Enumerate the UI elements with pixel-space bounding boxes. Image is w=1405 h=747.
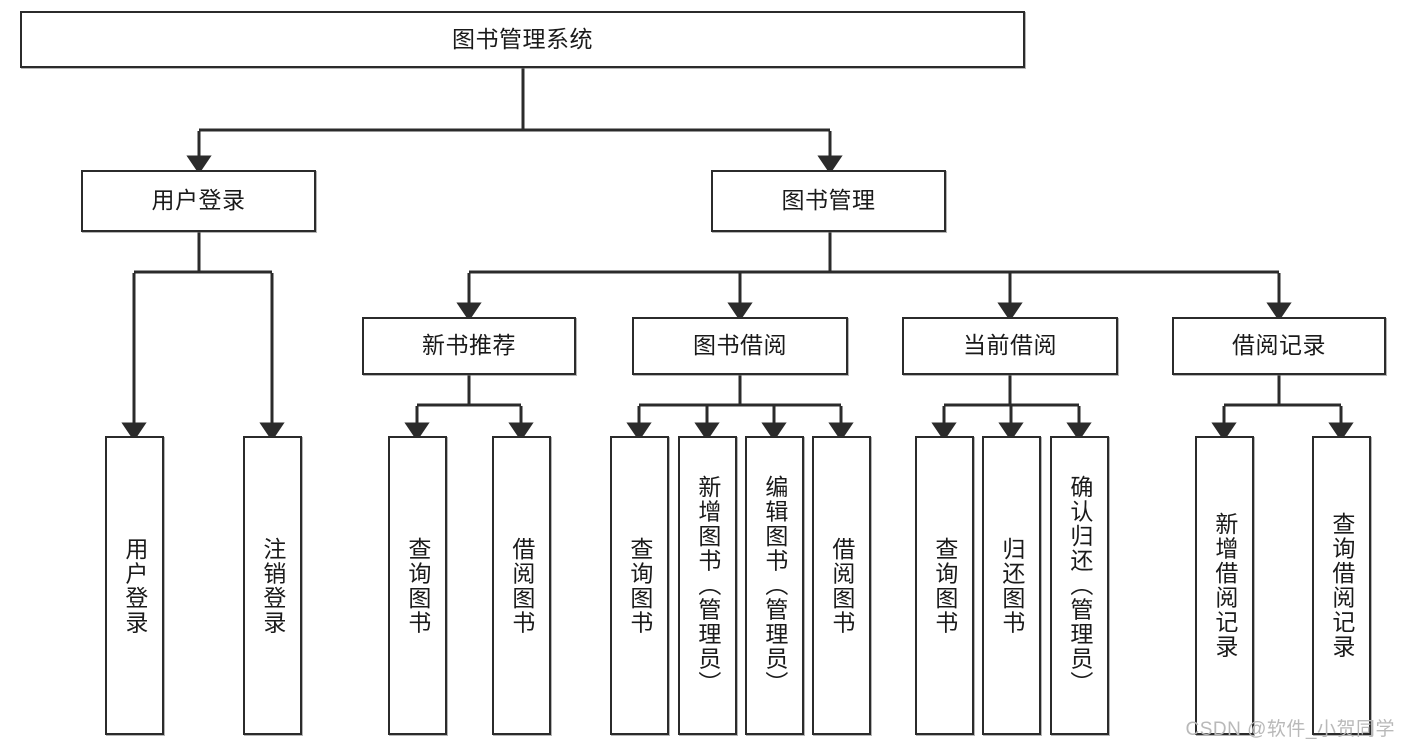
node-current-borrowing-label: 当前借阅	[963, 332, 1057, 359]
node-borrowing-record-label: 借阅记录	[1232, 332, 1326, 359]
node-leaf-query-book-borrowing[interactable]: 查询图书	[610, 436, 669, 735]
node-leaf-confirm-return-admin-label: 确认归还（管理员）	[1066, 475, 1093, 696]
node-borrowing-record[interactable]: 借阅记录	[1172, 317, 1386, 375]
node-root-label: 图书管理系统	[452, 25, 593, 52]
node-leaf-user-login[interactable]: 用户登录	[105, 436, 164, 735]
node-root[interactable]: 图书管理系统	[20, 11, 1025, 68]
node-new-book-recommendation[interactable]: 新书推荐	[362, 317, 576, 375]
node-leaf-query-book-current[interactable]: 查询图书	[915, 436, 974, 735]
node-leaf-query-book-recommendation-label: 查询图书	[404, 536, 431, 635]
node-leaf-add-borrow-record-label: 新增借阅记录	[1211, 512, 1238, 659]
node-book-management[interactable]: 图书管理	[711, 170, 946, 232]
node-current-borrowing[interactable]: 当前借阅	[902, 317, 1118, 375]
node-leaf-edit-book-admin-label: 编辑图书（管理员）	[761, 475, 788, 696]
node-leaf-query-book-current-label: 查询图书	[931, 536, 958, 635]
node-book-borrowing-label: 图书借阅	[693, 332, 787, 359]
node-book-management-label: 图书管理	[781, 187, 876, 214]
node-leaf-query-book-borrowing-label: 查询图书	[626, 536, 653, 635]
node-leaf-query-borrow-record[interactable]: 查询借阅记录	[1312, 436, 1371, 735]
node-leaf-return-book[interactable]: 归还图书	[982, 436, 1041, 735]
node-leaf-edit-book-admin[interactable]: 编辑图书（管理员）	[745, 436, 804, 735]
node-leaf-add-book-admin-label: 新增图书（管理员）	[694, 475, 721, 696]
node-leaf-confirm-return-admin[interactable]: 确认归还（管理员）	[1050, 436, 1109, 735]
node-leaf-borrow-book-borrowing-label: 借阅图书	[828, 536, 855, 635]
node-new-book-recommendation-label: 新书推荐	[422, 332, 516, 359]
node-book-borrowing[interactable]: 图书借阅	[632, 317, 848, 375]
node-user-login-label: 用户登录	[151, 187, 246, 214]
node-leaf-return-book-label: 归还图书	[998, 536, 1025, 635]
watermark-text: CSDN @软件_小贺同学	[1185, 719, 1395, 740]
node-leaf-user-logout-label: 注销登录	[259, 536, 286, 635]
node-leaf-add-book-admin[interactable]: 新增图书（管理员）	[678, 436, 737, 735]
node-leaf-add-borrow-record[interactable]: 新增借阅记录	[1195, 436, 1254, 735]
node-leaf-query-borrow-record-label: 查询借阅记录	[1328, 512, 1355, 659]
node-user-login[interactable]: 用户登录	[81, 170, 316, 232]
node-leaf-borrow-book-borrowing[interactable]: 借阅图书	[812, 436, 871, 735]
node-leaf-query-book-recommendation[interactable]: 查询图书	[388, 436, 447, 735]
node-leaf-borrow-book-recommendation[interactable]: 借阅图书	[492, 436, 551, 735]
node-leaf-user-logout[interactable]: 注销登录	[243, 436, 302, 735]
node-leaf-user-login-label: 用户登录	[121, 536, 148, 635]
node-leaf-borrow-book-recommendation-label: 借阅图书	[508, 536, 535, 635]
